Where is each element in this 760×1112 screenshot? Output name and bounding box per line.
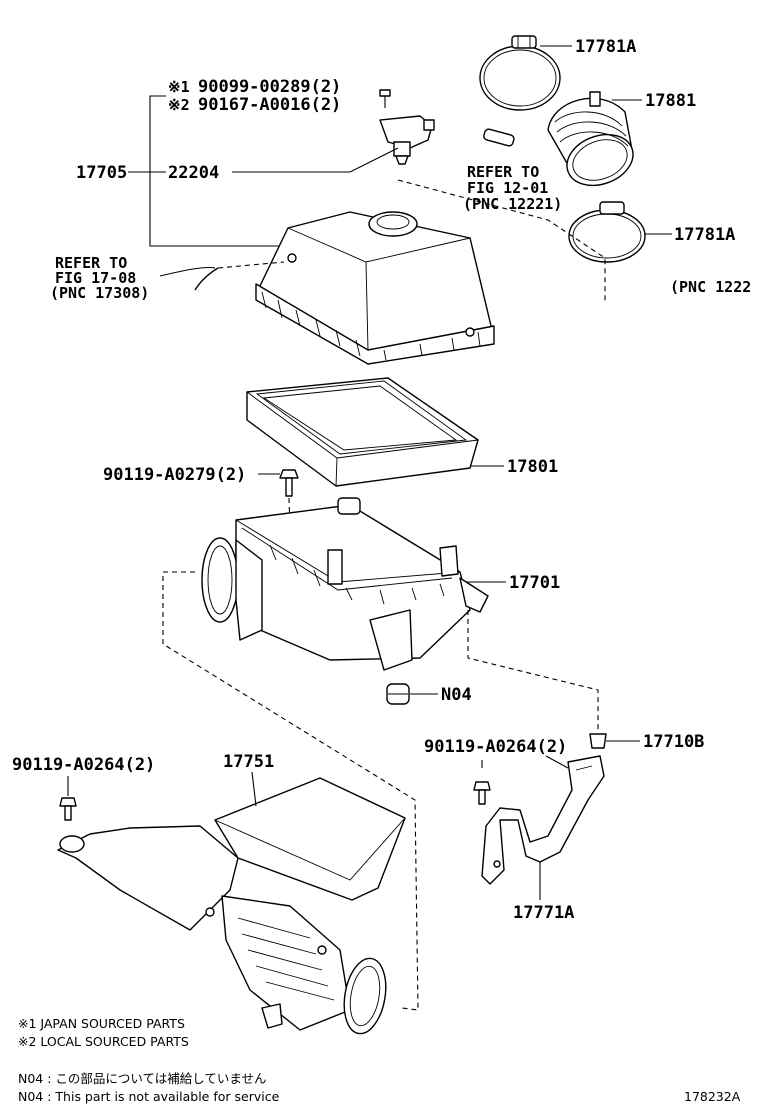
pnc-cut-label: (PNC 1222 bbox=[670, 278, 751, 296]
refer-a-line3: (PNC 12221) bbox=[463, 195, 562, 213]
refer-b-line2: FIG 17-08 bbox=[55, 269, 136, 287]
air-cleaner-lower-case bbox=[201, 497, 489, 671]
hose-clamp-bottom bbox=[568, 201, 646, 263]
bolt-a0264-left bbox=[59, 797, 77, 821]
footnote-japan-sourced: ※1 JAPAN SOURCED PARTS bbox=[18, 1016, 185, 1031]
label-17781a-top: 17781A bbox=[575, 37, 636, 57]
label-90167-a0016: 90167-A0016(2) bbox=[198, 95, 341, 115]
air-intake-duct bbox=[57, 777, 406, 1035]
label-17701: 17701 bbox=[509, 573, 560, 593]
grommet-n04 bbox=[386, 683, 410, 705]
refer-b-line1: REFER TO bbox=[55, 254, 127, 272]
air-filter-element bbox=[246, 377, 479, 487]
note1-mark: ※1 bbox=[168, 78, 190, 96]
small-pipe bbox=[483, 128, 515, 147]
screw-90099 bbox=[379, 89, 391, 108]
footnote-n04-en: N04 : This part is not available for ser… bbox=[18, 1089, 280, 1104]
label-90119-a0264-right: 90119-A0264(2) bbox=[424, 737, 567, 757]
hose-clamp-top bbox=[479, 35, 561, 111]
air-cleaner-hose bbox=[547, 91, 634, 187]
bracket-17771a bbox=[481, 755, 605, 885]
footnote-n04-jp: N04 : この部品については補給していません bbox=[18, 1071, 267, 1086]
label-17801: 17801 bbox=[507, 457, 558, 477]
clip-17710b bbox=[589, 733, 607, 749]
air-flow-meter bbox=[379, 115, 435, 165]
bolt-a0279 bbox=[279, 469, 299, 497]
label-17705: 17705 bbox=[76, 163, 127, 183]
label-17751: 17751 bbox=[223, 752, 274, 772]
refer-a-line1: REFER TO bbox=[467, 163, 539, 181]
label-17771a: 17771A bbox=[513, 903, 574, 923]
label-90119-a0279: 90119-A0279(2) bbox=[103, 465, 246, 485]
air-cleaner-upper-case bbox=[255, 211, 495, 365]
label-90119-a0264-left: 90119-A0264(2) bbox=[12, 755, 155, 775]
footnote-local-sourced: ※2 LOCAL SOURCED PARTS bbox=[18, 1034, 189, 1049]
refer-a-line2: FIG 12-01 bbox=[467, 179, 548, 197]
bolt-a0264-right bbox=[473, 781, 491, 805]
note2-mark: ※2 bbox=[168, 96, 190, 114]
refer-b-line3: (PNC 17308) bbox=[50, 284, 149, 302]
label-17781a-bottom: 17781A bbox=[674, 225, 735, 245]
label-17710b: 17710B bbox=[643, 732, 704, 752]
label-90099-00289: 90099-00289(2) bbox=[198, 77, 341, 97]
label-17881: 17881 bbox=[645, 91, 696, 111]
label-22204: 22204 bbox=[168, 163, 219, 183]
figure-id: 178232A bbox=[684, 1089, 741, 1104]
label-n04: N04 bbox=[441, 685, 472, 705]
